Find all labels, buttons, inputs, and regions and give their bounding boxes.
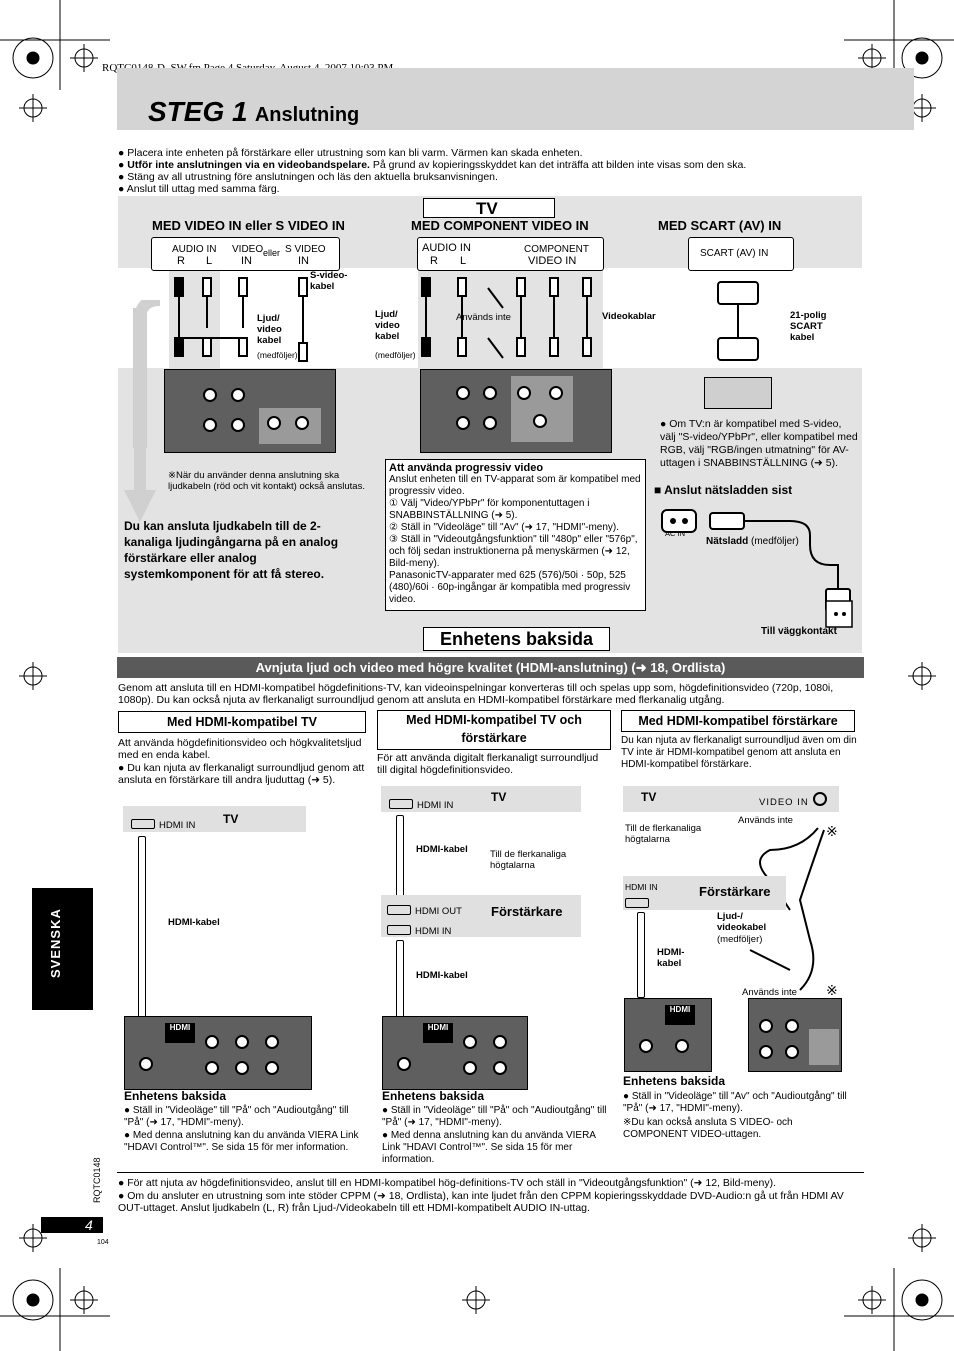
sec2-hdmi-cable-2: [396, 940, 404, 1018]
wall-socket-label: Till väggkontakt: [761, 626, 837, 637]
sec3-baksida: Enhetens baksida: [623, 1074, 726, 1088]
sec3-hdmi-cable-label: HDMI-kabel: [657, 947, 685, 969]
sec3-unit-rear-left: HDMI: [624, 998, 712, 1072]
unit-scart-port: [704, 377, 772, 409]
unit-rear-panel-video: [164, 369, 336, 453]
sec3-speakers-label: Till de flerkanaliga högtalarna: [625, 823, 702, 845]
sec1-bullet: ● Du kan njuta av flerkanaligt surroundl…: [118, 762, 365, 786]
intro-bullet: ● Placera inte enheten på förstärkare el…: [118, 147, 583, 159]
down-arrow: [124, 300, 161, 522]
tv-panel-scart: SCART (AV) IN: [688, 237, 794, 271]
language-tab: SVENSKA: [32, 888, 93, 1010]
unit-rear-panel-component: [420, 369, 612, 453]
sec2-note: ● Med denna anslutning kan du använda VI…: [382, 1130, 596, 1165]
small-code: 104: [97, 1239, 109, 1246]
sec2-title: Med HDMI-kompatibel TV och förstärkare: [377, 710, 611, 750]
not-used-label: Används inte: [456, 312, 511, 323]
unit-rear-label: Enhetens baksida: [423, 627, 610, 651]
ac-in-label: AC IN: [665, 529, 686, 538]
progressive-step: ① Välj "Video/YPbPr" för komponentuttage…: [389, 498, 590, 521]
progressive-footer: PanasonicTV-apparater med 625 (576)/50i …: [389, 570, 631, 605]
sec3-title: Med HDMI-kompatibel förstärkare: [621, 710, 855, 732]
doc-code: RQTC0148: [92, 1157, 102, 1203]
footer-note: ● Om du ansluter en utrustning som inte …: [118, 1190, 844, 1214]
sec2-note: ● Ställ in "Videoläge" till "På" och "Au…: [382, 1105, 607, 1128]
sec3-note: ● Ställ in "Videoläge" till "Av" och "Au…: [623, 1091, 847, 1114]
sec2-amp-device: HDMI OUT HDMI IN Förstärkare: [381, 895, 581, 937]
scart-note: ● Om TV:n är kompatibel med S-video, väl…: [660, 418, 858, 469]
intro-bullet: ● Stäng av all utrustning före anslutnin…: [118, 171, 498, 183]
sec3-not-used-2: Används inte: [742, 987, 797, 998]
tv-label: TV: [423, 198, 555, 218]
av-cable-label-component: Ljud/ video kabel: [375, 309, 400, 342]
progressive-step: ② Ställ in "Videoläge" till "Av" (➜ 17, …: [389, 522, 620, 533]
sec2-baksida: Enhetens baksida: [382, 1089, 485, 1103]
sec1-unit-rear: HDMI: [124, 1016, 312, 1090]
col-component-heading: MED COMPONENT VIDEO IN: [411, 218, 589, 233]
power-cord: [661, 509, 853, 628]
stereo-note: Du kan ansluta ljudkabeln till de 2-kana…: [124, 519, 339, 581]
sec2-speakers-label: Till de flerkanaliga högtalarna: [490, 849, 567, 871]
sec1-note: ● Med denna anslutning kan du använda VI…: [124, 1130, 359, 1153]
scart-cable-label: 21-polig SCART kabel: [790, 310, 827, 343]
sec1-tv-device: HDMI IN TV: [123, 806, 306, 832]
sec3-medfoljer: (medföljer): [717, 934, 763, 945]
medfoljer-label: (medföljer): [375, 350, 416, 360]
page-number: 4: [41, 1217, 103, 1233]
title-anslutning: Anslutning: [254, 104, 360, 126]
sec3-av-cable-label: Ljud-/ videokabel: [717, 911, 767, 933]
title-bar: [117, 68, 914, 130]
sec3-text: Du kan njuta av flerkanaligt surroundlju…: [621, 735, 857, 770]
page-title: STEG 1 Anslutning: [148, 96, 359, 128]
sec3-star-note: ※Du kan också ansluta S VIDEO- och COMPO…: [623, 1117, 793, 1140]
col-video-heading: MED VIDEO IN eller S VIDEO IN: [152, 218, 345, 233]
sec1-cable-label: HDMI-kabel: [168, 917, 220, 928]
star-note: ※När du använder denna anslutning ska lj…: [168, 470, 365, 492]
hdmi-intro: Genom att ansluta till en HDMI-kompatibe…: [118, 682, 834, 706]
power-heading: ■ Anslut nätsladden sist: [654, 483, 793, 497]
sec3-unit-rear-right: [748, 998, 842, 1072]
sec2-text: För att använda digitalt flerkanaligt su…: [377, 752, 599, 776]
video-cables-label: Videokablar: [602, 311, 656, 322]
sec2-hdmi-cable: [396, 815, 404, 897]
sec1-hdmi-cable: [138, 836, 146, 1018]
sec1-text: Att använda högdefinitionsvideo och högk…: [118, 737, 362, 761]
sec3-star-mark: ※: [826, 823, 838, 839]
title-steg: STEG 1: [148, 96, 248, 127]
av-cable-label-video: Ljud/ video kabel: [257, 313, 282, 346]
progressive-text: Anslut enheten till en TV-apparat som är…: [389, 474, 641, 497]
sec2-cable2-label: HDMI-kabel: [416, 970, 468, 981]
sec3-star-mark-2: ※: [826, 982, 838, 998]
footer-divider: [117, 1172, 864, 1173]
progressive-step: ③ Ställ in "Videoutgångsfunktion" till "…: [389, 534, 638, 569]
sec3-tv-device: TV VIDEO IN: [623, 786, 839, 812]
intro-bullet: ● Utför inte anslutningen via en videoba…: [118, 159, 747, 171]
intro-bullet: ● Anslut till uttag med samma färg.: [118, 183, 280, 195]
tv-panel-video: AUDIO IN R L VIDEO eller S VIDEO IN IN: [151, 237, 340, 271]
sec3-hdmi-cable: [637, 912, 645, 998]
sec2-cable-label: HDMI-kabel: [416, 844, 468, 855]
sec1-baksida: Enhetens baksida: [124, 1089, 227, 1103]
svideo-cable-label: S-video-kabel: [310, 270, 348, 292]
progressive-heading: Att använda progressiv video: [389, 462, 544, 474]
sec1-note: ● Ställ in "Videoläge" till "På" och "Au…: [124, 1105, 349, 1128]
sec3-amp-device: HDMI IN Förstärkare: [623, 876, 786, 910]
sec3-not-used: Används inte: [738, 815, 793, 826]
col-scart-heading: MED SCART (AV) IN: [658, 218, 782, 233]
power-cord-label: Nätsladd (medföljer): [706, 536, 799, 547]
progressive-video-box: Att använda progressiv video Anslut enhe…: [385, 459, 646, 611]
medfoljer-label: (medföljer): [257, 350, 298, 360]
sec1-title: Med HDMI-kompatibel TV: [118, 711, 366, 733]
sec3-av-cable: [749, 827, 825, 991]
footer-note: ● För att njuta av högdefinitionsvideo, …: [118, 1177, 776, 1189]
hdmi-section-bar: Avnjuta ljud och video med högre kvalite…: [117, 657, 864, 678]
component-cable-area: [418, 268, 603, 368]
sec2-unit-rear: HDMI: [382, 1016, 528, 1090]
tv-panel-component: AUDIO IN R L COMPONENT VIDEO IN: [417, 237, 604, 271]
sec2-tv-device: HDMI IN TV: [381, 786, 581, 812]
